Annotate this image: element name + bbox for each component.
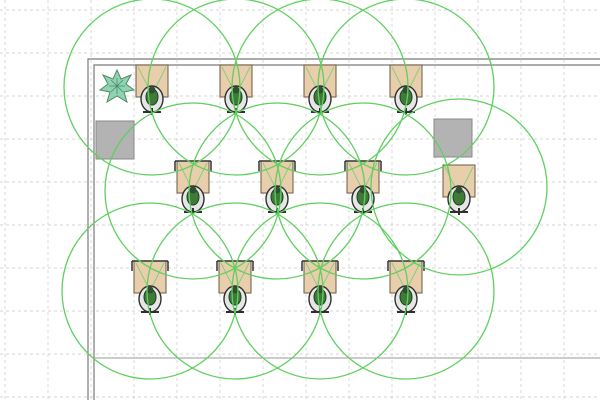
outer-wall bbox=[87, 58, 600, 400]
person-head-icon bbox=[148, 86, 156, 94]
person-head-icon bbox=[189, 186, 197, 194]
coverage-circle bbox=[274, 102, 452, 280]
desk-edge bbox=[258, 160, 296, 171]
coverage-circle bbox=[231, 202, 409, 380]
desk-edge bbox=[301, 260, 339, 271]
furniture-layer bbox=[95, 68, 473, 160]
coverage-circle bbox=[63, 0, 241, 176]
coverage-circle bbox=[370, 98, 548, 276]
desk-edge bbox=[174, 160, 212, 171]
office-desk-with-chair-icon[interactable] bbox=[219, 64, 253, 115]
office-desk-with-chair-icon[interactable] bbox=[258, 160, 296, 215]
coverage-circle bbox=[61, 202, 239, 380]
coverage-circle bbox=[147, 0, 325, 176]
person-head-icon bbox=[146, 286, 154, 294]
coverage-circle bbox=[317, 0, 495, 176]
coverage-circle bbox=[188, 102, 366, 280]
person-head-icon bbox=[232, 86, 240, 94]
coverage-circles-layer bbox=[61, 0, 548, 380]
office-desk-with-chair-icon[interactable] bbox=[387, 260, 425, 315]
coverage-circle bbox=[231, 0, 409, 176]
person-head-icon bbox=[455, 186, 463, 194]
desk-edge bbox=[387, 260, 425, 271]
coverage-circle bbox=[146, 202, 324, 380]
cabinet-icon bbox=[95, 120, 135, 160]
person-head-icon bbox=[231, 286, 239, 294]
potted-plant-icon bbox=[98, 68, 136, 104]
desk-edge bbox=[131, 260, 169, 271]
coverage-circle bbox=[317, 202, 495, 380]
cabinet-icon bbox=[433, 118, 473, 158]
inner-wall bbox=[93, 64, 600, 400]
office-desk-with-chair-icon[interactable] bbox=[135, 64, 169, 115]
chair-base bbox=[450, 208, 468, 215]
coverage-circle bbox=[104, 102, 282, 280]
